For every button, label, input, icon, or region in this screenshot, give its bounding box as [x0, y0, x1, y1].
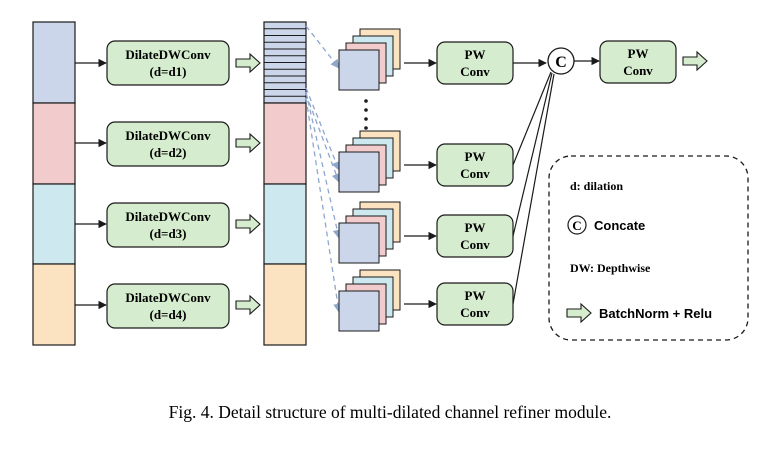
dilate-block-4-param: (d=d4) [149, 307, 186, 322]
input-segment-3 [32, 183, 76, 265]
split-feature-column [263, 21, 307, 346]
legend-concat: Concate [594, 218, 645, 233]
pw-block-2-line1: PW [465, 149, 486, 164]
pw-final-line2: Conv [623, 63, 653, 78]
pw-block-3-line1: PW [465, 220, 486, 235]
dilate-block-2-title: DilateDWConv [125, 128, 211, 143]
legend-concat-circle [567, 215, 587, 235]
channel-layer [338, 49, 380, 91]
pw-conv-block-1: PW Conv [436, 41, 514, 85]
pw-conv-block-2: PW Conv [436, 143, 514, 187]
dilate-block-4-title: DilateDWConv [125, 290, 211, 305]
pw-block-1-line1: PW [465, 47, 486, 62]
dilate-dwconv-block-4: DilateDWConv (d=d4) [106, 283, 230, 329]
legend-concat-symbol: C [572, 218, 581, 233]
channel-layer [338, 222, 380, 264]
pw-final-line1: PW [628, 46, 649, 61]
pw-block-4-line1: PW [465, 288, 486, 303]
channel-stack-4 [338, 269, 401, 332]
bn-arrow-2 [235, 132, 261, 154]
pw-conv-block-3: PW Conv [436, 214, 514, 258]
ellipsis-dots [364, 99, 368, 130]
dilate-dwconv-block-2: DilateDWConv (d=d2) [106, 121, 230, 167]
channel-layer [338, 290, 380, 332]
input-segment-2 [32, 102, 76, 185]
pw-conv-final: PW Conv [599, 40, 677, 84]
input-feature-column [32, 21, 76, 346]
dilate-block-3-param: (d=d3) [149, 226, 186, 241]
dilate-dwconv-block-3: DilateDWConv (d=d3) [106, 202, 230, 248]
input-segment-4 [32, 263, 76, 346]
input-arrows [75, 58, 107, 310]
pw-block-1-line2: Conv [460, 64, 490, 79]
legend: d: dilation C Concate DW: Depthwise Batc… [548, 155, 749, 341]
legend-dilation: d: dilation [570, 179, 623, 193]
dashed-channel-arrows [305, 25, 343, 313]
legend-batchnorm: BatchNorm + Relu [599, 306, 712, 321]
channel-stack-3 [338, 201, 401, 264]
pw-block-4-line2: Conv [460, 305, 490, 320]
bn-arrow-3 [235, 213, 261, 235]
dilate-block-2-param: (d=d2) [149, 145, 186, 160]
figure-caption: Fig. 4. Detail structure of multi-dilate… [169, 402, 612, 422]
legend-border [548, 155, 749, 341]
dilate-block-3-title: DilateDWConv [125, 209, 211, 224]
channel-layer [338, 151, 380, 193]
pw-conv-block-4: PW Conv [436, 282, 514, 326]
dilate-block-1-title: DilateDWConv [125, 47, 211, 62]
pw-block-2-line2: Conv [460, 166, 490, 181]
bn-arrow-4 [235, 294, 261, 316]
legend-depthwise: DW: Depthwise [570, 261, 651, 275]
pw-block-3-line2: Conv [460, 237, 490, 252]
input-segment-1 [32, 21, 76, 104]
legend-bn-arrow [566, 302, 592, 324]
channel-stack-2 [338, 130, 401, 193]
channel-stack-1 [338, 28, 401, 91]
stack-to-pw-arrows [404, 58, 437, 309]
pw-to-concat-lines [512, 58, 555, 305]
bn-arrow-1 [235, 52, 261, 74]
concat-node: C [547, 47, 575, 75]
dilate-dwconv-block-1: DilateDWConv (d=d1) [106, 40, 230, 86]
concat-symbol: C [555, 54, 567, 71]
channel-stacks [338, 28, 401, 332]
batchnorm-relu-arrows [235, 52, 261, 316]
dilate-block-1-param: (d=d1) [149, 64, 186, 79]
output-bn-arrow [682, 50, 708, 72]
